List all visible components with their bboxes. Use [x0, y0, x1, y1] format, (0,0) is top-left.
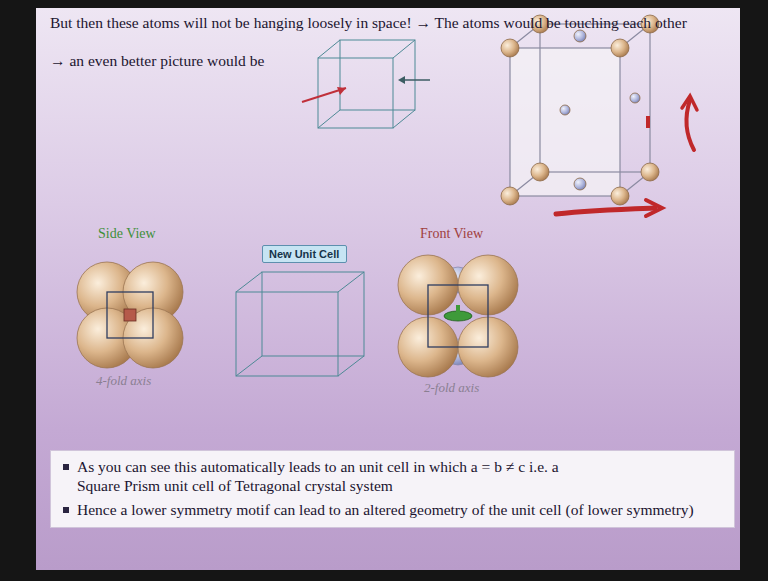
- bullet-item: As you can see this automatically leads …: [61, 457, 724, 496]
- subheading-text: → an even better picture would be: [50, 52, 350, 71]
- front-view-figure: [398, 255, 518, 377]
- bullet-text: As you can see this automatically leads …: [77, 457, 597, 496]
- view-title: Front View: [420, 226, 540, 243]
- heading-text: But then these atoms will not be hanging…: [50, 14, 722, 33]
- axis-caption: 2-fold axis: [424, 380, 544, 396]
- hand-drawn-arrows: [556, 96, 697, 216]
- new-unit-cell-wireframe: [236, 272, 364, 376]
- summary-panel: As you can see this automatically leads …: [50, 450, 735, 528]
- bullet-item: Hence a lower symmetry motif can lead to…: [61, 500, 724, 519]
- view-arrows: [302, 76, 430, 102]
- side-view-figure: [77, 262, 183, 368]
- view-title: Side View: [98, 226, 218, 243]
- unit-cell-tag: New Unit Cell: [262, 245, 347, 263]
- tetragonal-cell: [501, 15, 659, 205]
- bullet-text: Hence a lower symmetry motif can lead to…: [77, 500, 724, 519]
- bullet-marker: [63, 507, 69, 513]
- wireframe-cube: [318, 40, 415, 128]
- axis-caption: 4-fold axis: [96, 373, 216, 389]
- tag-text: New Unit Cell: [269, 248, 340, 260]
- bullet-marker: [63, 464, 69, 470]
- tag-row: New Unit Cell: [269, 248, 340, 260]
